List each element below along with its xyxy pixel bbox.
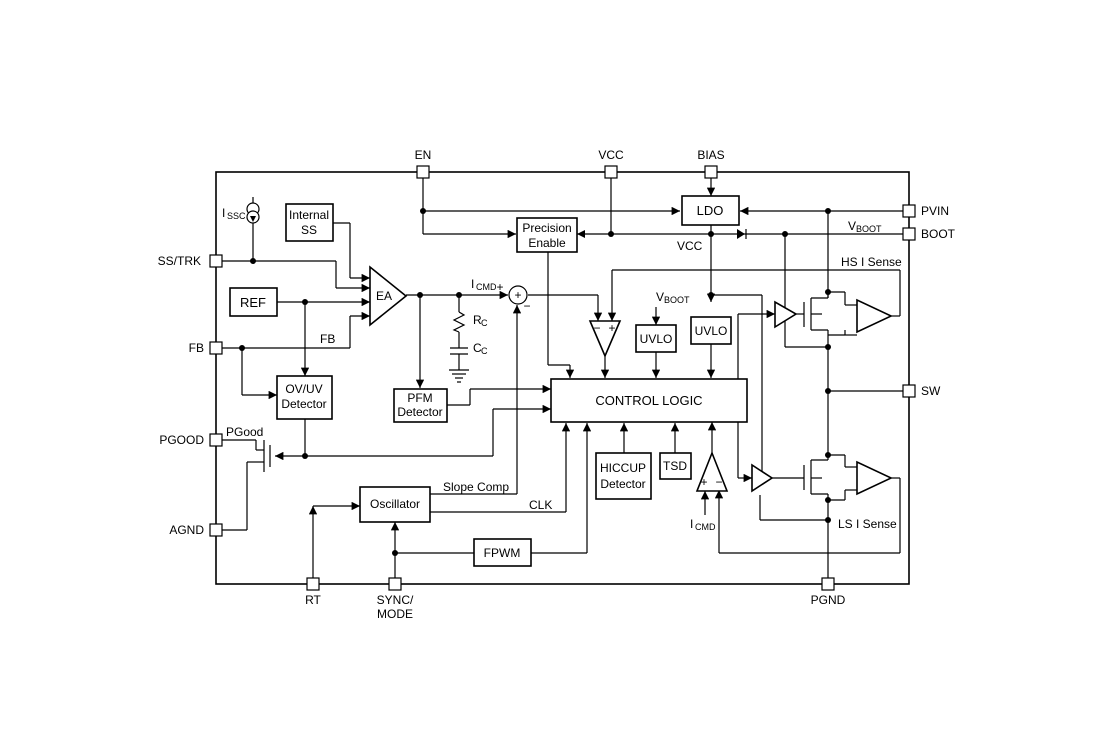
fb-internal-label: FB	[320, 332, 335, 346]
ref-block	[229, 287, 278, 317]
uvlo-block-1	[635, 324, 677, 353]
pfm-detector-block	[393, 388, 448, 423]
cc-label-main: C	[473, 341, 482, 355]
pin-vcc-label: VCC	[598, 148, 624, 162]
icmd-label-sub: CMD	[476, 282, 497, 292]
pin-bias-label: BIAS	[697, 148, 724, 162]
pin-pgnd-label: PGND	[811, 593, 846, 607]
hs-i-sense-label: HS I Sense	[841, 255, 902, 269]
uvlo-block-2	[690, 316, 732, 345]
pin-rt-label: RT	[305, 593, 321, 607]
control-logic-block	[550, 378, 748, 423]
ls-gate-driver	[751, 463, 774, 493]
issc-current-source	[246, 197, 260, 224]
vboot2-label-main: V	[656, 290, 664, 304]
ldo-label: LDO	[697, 203, 724, 218]
hiccup-line2: Detector	[600, 477, 645, 491]
hs-comparator	[588, 320, 622, 359]
cc-label-sub: C	[481, 346, 488, 356]
ov-uv-detector-block	[276, 375, 333, 420]
ea-label: EA	[376, 289, 392, 303]
rc-label-main: R	[473, 313, 482, 327]
hs-current-sense-amp	[856, 298, 893, 334]
ls-i-sense-label: LS I Sense	[838, 517, 897, 531]
pin-boot-label: BOOT	[921, 227, 956, 241]
hs-gate-driver	[774, 300, 798, 329]
junction-dots	[239, 208, 831, 556]
issc-label-main: I	[222, 206, 225, 220]
pfm-line1: PFM	[407, 391, 432, 405]
cc-capacitor	[450, 347, 468, 355]
pin-ss-trk-label: SS/TRK	[158, 254, 201, 268]
pin-sync-mode-line1: SYNC/	[377, 593, 414, 607]
pin-en-label: EN	[415, 148, 432, 162]
icmd2-label-sub: CMD	[695, 522, 716, 532]
rc-label-sub: C	[481, 318, 488, 328]
sum-plus-left: +	[496, 280, 503, 294]
ov-uv-line1: OV/UV	[285, 382, 322, 396]
issc-label-sub: SSC	[227, 211, 246, 221]
tsd-label: TSD	[663, 459, 687, 473]
pin-agnd-label: AGND	[169, 523, 204, 537]
summing-node	[508, 285, 528, 305]
ground-symbol	[449, 369, 469, 383]
pgood-internal-label: PGood	[226, 425, 263, 439]
pin-sw-label: SW	[921, 384, 941, 398]
pin-pvin-label: PVIN	[921, 204, 949, 218]
pfm-line2: Detector	[397, 405, 442, 419]
vcc-internal-label: VCC	[677, 239, 703, 253]
pin-sync-mode-line2: MODE	[377, 607, 413, 621]
precision-enable-line1: Precision	[522, 221, 571, 235]
internal-ss-line1: Internal	[289, 208, 329, 222]
clk-label: CLK	[529, 498, 552, 512]
uvlo-2-label: UVLO	[695, 324, 728, 338]
vboot-label-sub: BOOT	[856, 224, 882, 234]
hiccup-line1: HICCUP	[600, 461, 646, 475]
ref-label: REF	[240, 295, 266, 310]
hs-comp-minus: −	[593, 321, 600, 335]
ls-comparator	[695, 450, 729, 492]
oscillator-block	[359, 486, 431, 523]
precision-enable-block	[516, 217, 578, 253]
fpwm-block	[473, 538, 532, 567]
sum-plus-center: +	[514, 288, 521, 302]
hiccup-detector-block	[595, 452, 652, 500]
rc-resistor	[452, 311, 466, 333]
tsd-block	[659, 452, 692, 480]
oscillator-label: Oscillator	[370, 497, 420, 511]
ea-amplifier	[369, 265, 408, 327]
hs-comp-plus: +	[608, 321, 615, 335]
pin-pgood-label: PGOOD	[159, 433, 204, 447]
device-outline	[215, 171, 910, 585]
fpwm-label: FPWM	[484, 546, 521, 560]
vboot-label-main: V	[848, 219, 856, 233]
sum-minus-bottom: −	[523, 299, 530, 313]
precision-enable-line2: Enable	[528, 236, 566, 250]
control-logic-label: CONTROL LOGIC	[595, 393, 702, 408]
icmd2-label-main: I	[690, 517, 693, 531]
ls-comp-plus: +	[700, 475, 707, 489]
uvlo-1-label: UVLO	[640, 332, 673, 346]
internal-ss-block	[285, 203, 334, 242]
ls-comp-minus: −	[715, 475, 722, 489]
ls-current-sense-amp	[856, 460, 893, 496]
ov-uv-line2: Detector	[281, 397, 326, 411]
vboot2-label-sub: BOOT	[664, 295, 690, 305]
ldo-block	[681, 195, 740, 226]
wires	[221, 178, 903, 578]
icmd-label-main: I	[471, 277, 474, 291]
pin-fb-label: FB	[189, 341, 204, 355]
pin-squares	[209, 165, 916, 591]
slope-comp-label: Slope Comp	[443, 480, 509, 494]
internal-ss-line2: SS	[301, 223, 317, 237]
